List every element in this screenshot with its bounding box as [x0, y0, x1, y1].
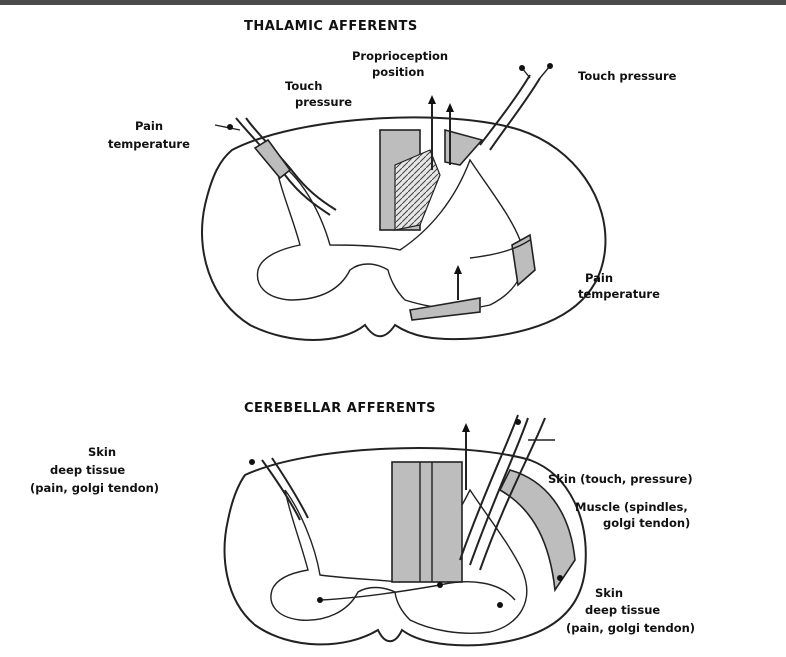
thalamic-left-dot — [227, 124, 233, 130]
cerebellar-label-skin-left-1: Skin — [88, 445, 116, 459]
cerebellar-right-dot — [515, 419, 521, 425]
cerebellar-label-skin-touch: Skin (touch, pressure) — [548, 472, 693, 486]
thalamic-arrowhead-1 — [428, 95, 436, 104]
cerebellar-label-skin-right-2: deep tissue — [585, 603, 660, 617]
thalamic-arrowhead-2 — [446, 103, 454, 112]
cerebellar-lateral-shade — [500, 470, 575, 590]
cerebellar-title: CEREBELLAR AFFERENTS — [244, 401, 436, 416]
cerebellar-label-skin-right-1: Skin — [595, 586, 623, 600]
cerebellar-dot-center — [437, 582, 443, 588]
thalamic-arrowhead-ventral — [454, 265, 462, 274]
cerebellar-dot-right — [497, 602, 503, 608]
cerebellar-label-skin-right-3: (pain, golgi tendon) — [566, 621, 695, 635]
cerebellar-left-root — [262, 460, 300, 520]
cerebellar-label-muscle-1: Muscle (spindles, — [575, 500, 688, 514]
cerebellar-label-skin-left-3: (pain, golgi tendon) — [30, 481, 159, 495]
cerebellar-section: CEREBELLAR AFFERENTS Skin deep ti — [30, 401, 695, 645]
cerebellar-arrowhead-up — [462, 423, 470, 432]
thalamic-left-root-2 — [246, 118, 336, 210]
cerebellar-label-muscle-2: golgi tendon) — [603, 516, 690, 530]
thalamic-right-dot-b — [547, 63, 553, 69]
thalamic-title: THALAMIC AFFERENTS — [244, 19, 418, 34]
thalamic-right-lateral-shade — [512, 235, 535, 285]
thalamic-label-touch-left-1: Touch — [285, 79, 322, 93]
thalamic-label-proprioception-2: position — [372, 65, 424, 79]
cerebellar-cross-fiber — [320, 582, 515, 600]
thalamic-section: THALAMIC AFFERENTS — [108, 19, 677, 340]
cerebellar-left-dot — [249, 459, 255, 465]
cerebellar-label-skin-left-2: deep tissue — [50, 463, 125, 477]
thalamic-label-pain-right-2: temperature — [578, 287, 660, 301]
cerebellar-dot-left-horn — [317, 597, 323, 603]
thalamic-label-touch-right: Touch pressure — [578, 69, 677, 83]
thalamic-dorsal-column-hatch — [395, 150, 440, 230]
thalamic-right-root — [480, 75, 530, 145]
thalamic-label-pain-left-2: temperature — [108, 137, 190, 151]
cerebellar-dot-far-right — [557, 575, 563, 581]
thalamic-label-pain-left-1: Pain — [135, 119, 163, 133]
thalamic-right-dot-a — [519, 65, 525, 71]
thalamic-ventral-shade — [410, 298, 480, 320]
thalamic-label-touch-left-2: pressure — [295, 95, 352, 109]
thalamic-label-pain-right-1: Pain — [585, 271, 613, 285]
thalamic-right-root-2 — [490, 78, 540, 150]
cerebellar-dorsal-column — [392, 462, 462, 582]
thalamic-label-proprioception-1: Proprioception — [352, 49, 448, 63]
thalamic-left-tract-shade — [255, 140, 290, 178]
